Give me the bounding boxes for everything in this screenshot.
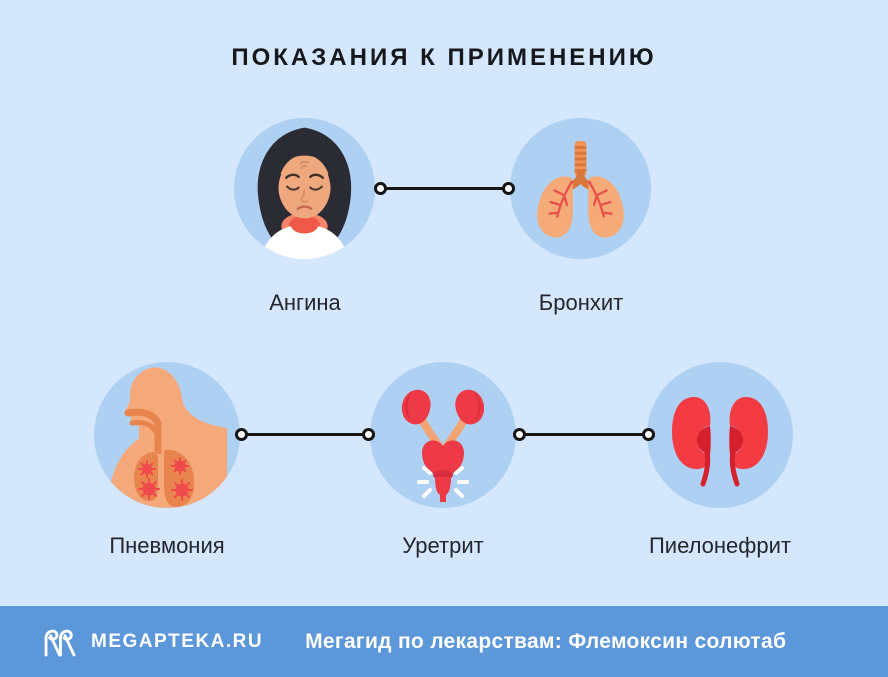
connector-endpoint-icon — [235, 428, 248, 441]
page-title: ПОКАЗАНИЯ К ПРИМЕНЕНИЮ — [231, 44, 657, 71]
lungs-icon — [508, 116, 653, 261]
connector-endpoint-icon — [642, 428, 655, 441]
label-angina: Ангина — [269, 290, 341, 315]
connector-line — [513, 428, 655, 441]
label-bronchitis: Бронхит — [538, 290, 624, 315]
connector-endpoint-icon — [513, 428, 526, 441]
connector-line — [374, 182, 515, 195]
brand-name: MEGAPTEKA.RU — [91, 630, 264, 652]
footer-bar: MEGAPTEKA.RU Мегагид по лекарствам: Флем… — [0, 606, 888, 677]
label-urethritis: Уретрит — [402, 533, 484, 558]
megapteka-m-icon — [42, 625, 78, 658]
urinary-system-icon — [368, 360, 518, 510]
label-pneumonia: Пневмония — [109, 533, 225, 558]
connector-line — [235, 428, 375, 441]
kidneys-icon — [645, 360, 795, 510]
connector-endpoint-icon — [362, 428, 375, 441]
label-pyelonephritis: Пиелонефрит — [648, 533, 791, 558]
connector-endpoint-icon — [502, 182, 515, 195]
pneumonia-body-icon — [92, 360, 242, 510]
connector-endpoint-icon — [374, 182, 387, 195]
footer-tagline: Мегагид по лекарствам: Флемоксин солютаб — [305, 629, 787, 653]
sore-throat-woman-icon — [232, 116, 377, 261]
